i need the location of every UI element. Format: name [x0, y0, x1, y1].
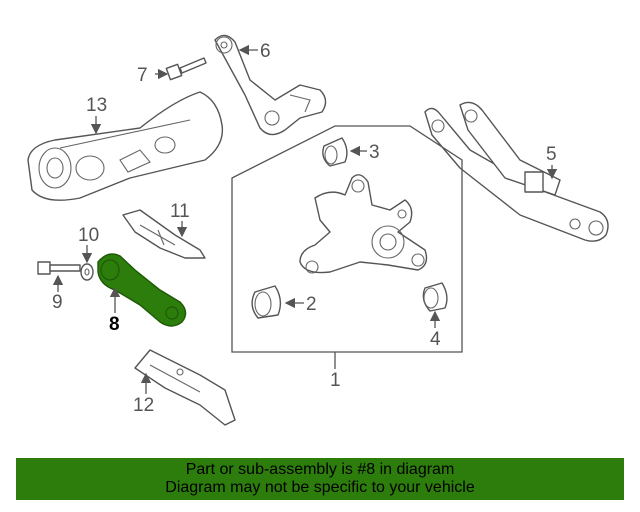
part-11-bracket[interactable]: [122, 209, 206, 259]
part-10-washer[interactable]: [80, 263, 94, 281]
parts-diagram: 6 7 13 3 5 11 10 9 8 2 4 1 12: [27, 34, 609, 426]
leader-lines: [52, 44, 558, 394]
part-1-knuckle-box: [231, 125, 463, 353]
callout-7: 7: [137, 65, 148, 86]
part-2-bushing[interactable]: [251, 285, 282, 319]
part-6-upper-arm[interactable]: [214, 34, 327, 136]
banner-line-disclaimer: Diagram may not be specific to your vehi…: [165, 479, 475, 496]
part-9-bolt[interactable]: [37, 261, 81, 275]
part-3-bushing[interactable]: [322, 137, 348, 167]
part-13-trailing-arm[interactable]: [27, 91, 224, 201]
callout-4: 4: [430, 329, 441, 350]
callout-8: 8: [109, 314, 120, 335]
callout-6: 6: [260, 41, 271, 62]
callout-numbers: 6 7 13 3 5 11 10 9 8 2 4 1 12: [52, 41, 557, 416]
part-1-knuckle[interactable]: [299, 174, 428, 274]
part-12-bracket[interactable]: [134, 349, 236, 426]
part-7-bolt[interactable]: [165, 57, 207, 81]
callout-9: 9: [52, 292, 63, 313]
part-8-lower-link[interactable]: [97, 253, 187, 327]
callout-5: 5: [546, 144, 557, 165]
part-4-bushing[interactable]: [422, 282, 448, 312]
callout-11: 11: [170, 201, 190, 222]
info-banner: Part or sub-assembly is #8 in diagram Di…: [16, 458, 624, 500]
callout-2: 2: [306, 294, 317, 315]
part-5-lateral-link[interactable]: [424, 101, 609, 242]
callout-3: 3: [369, 142, 380, 163]
banner-line-part: Part or sub-assembly is #8 in diagram: [185, 461, 455, 478]
callout-1: 1: [330, 370, 341, 391]
callout-13: 13: [86, 95, 107, 116]
callout-10: 10: [78, 225, 99, 246]
callout-12: 12: [133, 395, 154, 416]
